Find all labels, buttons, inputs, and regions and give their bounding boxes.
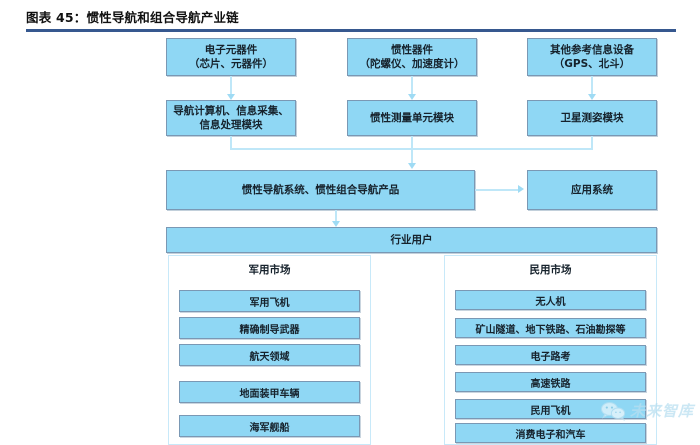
- flow-box-line1: 导航计算机、信息采集、: [173, 105, 289, 117]
- flow-box-inertial-navigation-products: 惯性导航系统、惯性组合导航产品: [166, 170, 475, 210]
- market-item-civil-aircraft: 民用飞机: [455, 399, 646, 419]
- connector-electronic-to-navcomputer: [230, 76, 232, 98]
- flow-box-reference-info-equipment: 其他参考信息设备 （GPS、北斗）: [527, 38, 657, 76]
- market-item-label: 高速铁路: [530, 378, 571, 390]
- connector-satellite-drop: [591, 136, 593, 150]
- flow-box-line1: 惯性器件: [391, 44, 433, 56]
- flow-box-line2: （陀螺仪、加速度计）: [359, 58, 465, 70]
- page-title: 图表 45：惯性导航和组合导航产业链: [26, 10, 239, 25]
- flow-box-navigation-computer-module: 导航计算机、信息采集、 信息处理模块: [166, 100, 296, 136]
- market-item-military-aircraft: 军用飞机: [179, 290, 360, 312]
- arrow-product-to-application-icon: [518, 185, 524, 193]
- market-item-label: 无人机: [535, 296, 566, 308]
- market-item-label: 民用飞机: [530, 405, 571, 417]
- connector-merge-to-product: [411, 136, 413, 166]
- flow-box-line1: 其他参考信息设备: [550, 44, 634, 56]
- market-item-label: 军用飞机: [249, 297, 290, 309]
- market-item-drones: 无人机: [455, 290, 646, 310]
- market-item-label: 航天领域: [249, 351, 290, 363]
- market-item-mining-tunnel-oil: 矿山隧道、地下铁路、石油勘探等: [455, 318, 646, 338]
- market-item-high-speed-rail: 高速铁路: [455, 372, 646, 392]
- market-item-precision-guided-weapons: 精确制导武器: [179, 317, 360, 339]
- connector-product-to-application: [475, 189, 520, 191]
- connector-product-to-users: [335, 210, 337, 224]
- flow-box-line1: 行业用户: [390, 234, 433, 246]
- market-item-electronic-road-test: 电子路考: [455, 345, 646, 365]
- arrow-reference-to-satellite-icon: [588, 94, 596, 100]
- market-item-label: 消费电子和汽车: [515, 429, 586, 441]
- flow-box-line2: （GPS、北斗）: [553, 58, 631, 70]
- flow-box-line1: 惯性导航系统、惯性组合导航产品: [241, 184, 400, 196]
- market-item-label: 海军舰船: [249, 422, 290, 434]
- market-item-armored-vehicles: 地面装甲车辆: [179, 381, 360, 403]
- flow-box-electronic-components: 电子元器件 （芯片、元器件）: [166, 38, 296, 76]
- connector-reference-to-satellite: [591, 76, 593, 98]
- market-item-label: 电子路考: [530, 351, 571, 363]
- flow-box-line1: 惯性测量单元模块: [370, 112, 454, 124]
- market-item-naval-ships: 海军舰船: [179, 415, 360, 437]
- flow-box-line1: 应用系统: [571, 184, 613, 196]
- panel-military-title: 军用市场: [248, 264, 291, 276]
- arrow-product-to-users-icon: [332, 221, 340, 227]
- arrow-electronic-to-navcomputer-icon: [227, 94, 235, 100]
- market-item-label: 地面装甲车辆: [239, 388, 300, 400]
- title-divider: [26, 29, 676, 32]
- flow-box-line2: （芯片、元器件）: [189, 58, 273, 70]
- flow-box-satellite-attitude-module: 卫星测姿模块: [527, 100, 657, 136]
- panel-civil-title: 民用市场: [529, 264, 572, 276]
- market-item-label: 精确制导武器: [239, 324, 300, 336]
- flow-box-industry-users: 行业用户: [166, 227, 657, 253]
- flow-box-line2: 信息处理模块: [199, 119, 263, 131]
- flow-box-line1: 电子元器件: [204, 44, 258, 56]
- flow-box-line1: 卫星测姿模块: [560, 112, 624, 124]
- flow-box-inertial-devices: 惯性器件 （陀螺仪、加速度计）: [347, 38, 477, 76]
- arrow-inertial-to-imu-icon: [408, 94, 416, 100]
- connector-navcomputer-drop: [230, 136, 232, 150]
- market-item-consumer-electronics-automobiles: 消费电子和汽车: [455, 423, 646, 443]
- market-item-label: 矿山隧道、地下铁路、石油勘探等: [475, 324, 626, 336]
- connector-inertial-to-imu: [411, 76, 413, 98]
- flow-box-imu-module: 惯性测量单元模块: [347, 100, 477, 136]
- arrow-merge-to-product-icon: [408, 163, 416, 169]
- flow-box-application-system: 应用系统: [527, 170, 657, 210]
- market-item-aerospace: 航天领域: [179, 344, 360, 366]
